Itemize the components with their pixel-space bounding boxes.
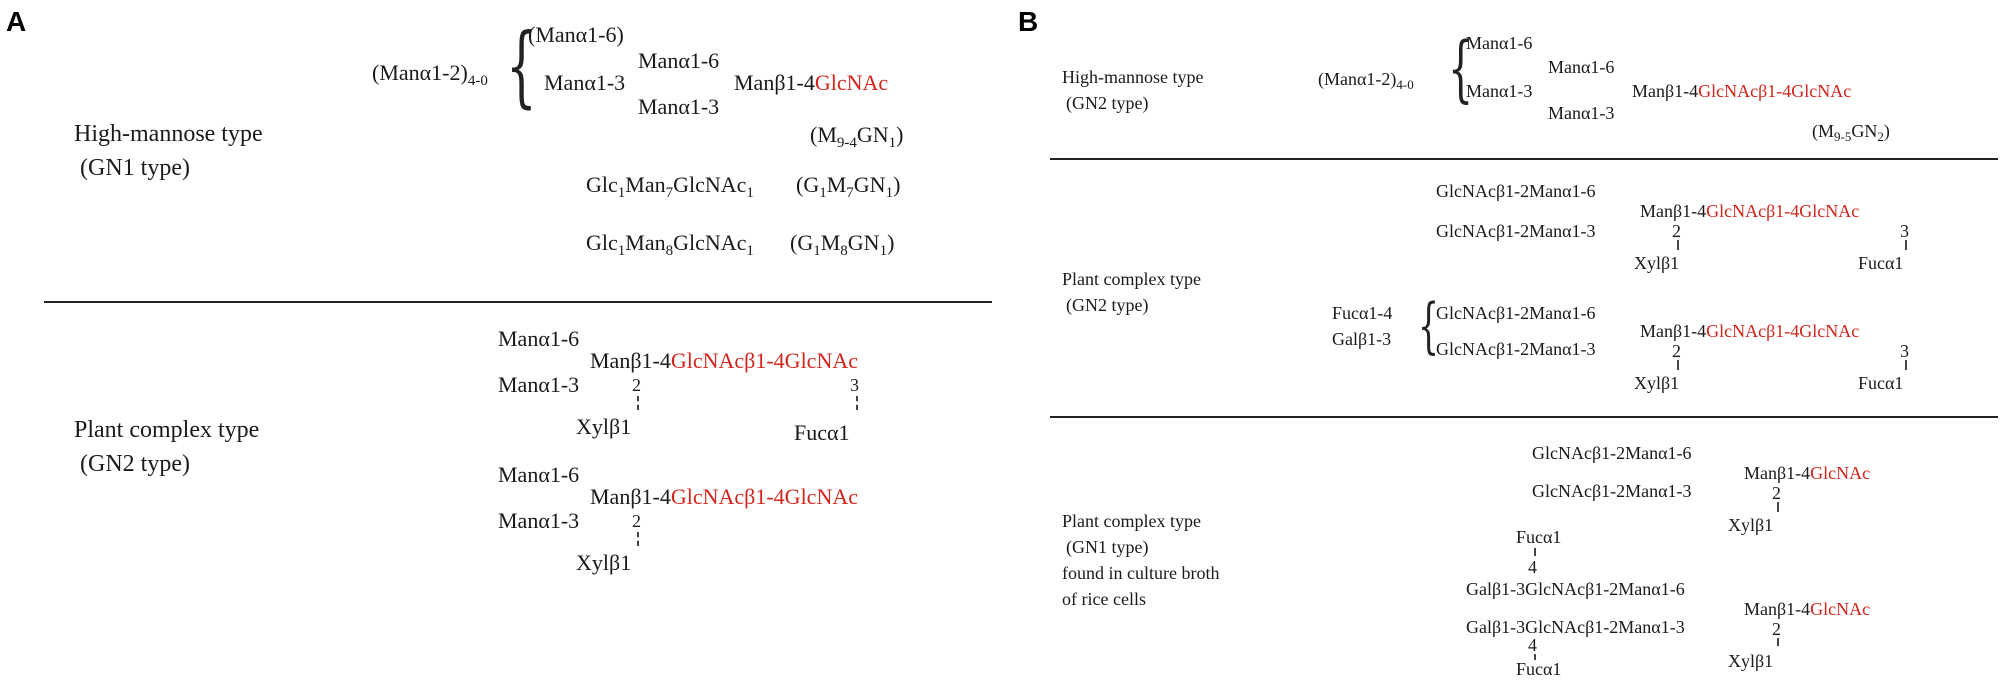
a-pc1-fuc: Fucα1 [794,420,850,445]
b-hm-brace-bottom: Manα1-3 [1466,81,1533,101]
a-hm-prefix: (Manα1-2)4-0 [372,60,488,89]
b-hm-mid-bottom: Manα1-3 [1548,103,1615,123]
b-gn1-note-1: found in culture broth [1062,563,1220,583]
b-high-mannose-label: High-mannose type [1062,67,1204,87]
b-high-mannose-sublabel: (GN2 type) [1066,93,1149,113]
b-gn2-s2-top: GlcNAcβ1-2Manα1-6 [1436,303,1596,323]
a-pc1-xyl-link [637,396,639,410]
a-g1m8-name: Glc1Man8GlcNAc1 [586,230,754,259]
a-pc1-xyl: Xylβ1 [576,414,632,439]
a-hm-mid-bottom: Manα1-3 [638,94,720,119]
b-gn1-s2-fuc-top: Fucα1 [1516,527,1562,547]
a-hm-brace-bottom: Manα1-3 [544,70,626,95]
b-hm-brace: { [1448,26,1474,110]
b-divider-1 [1050,158,1998,160]
b-gn2-s2-fuc: Fucα1 [1858,373,1904,393]
a-high-mannose-label: High-mannose type [74,121,263,147]
b-gn2-s2-pos3: 3 [1900,341,1909,361]
b-gn1-s1-top: GlcNAcβ1-2Manα1-6 [1532,443,1692,463]
b-gn1-s1-core: Manβ1-4GlcNAc [1744,463,1871,483]
b-gn2-s2-fuc-branch: Fucα1-4 [1332,303,1393,323]
a-g1m7-name: Glc1Man7GlcNAc1 [586,172,754,201]
a-g1m7-code: (G1M7GN1) [796,172,901,201]
b-gn2-s2-core: Manβ1-4GlcNAcβ1-4GlcNAc [1640,321,1860,341]
b-gn1-s1-pos2: 2 [1772,483,1781,503]
b-gn2-s2-pos2: 2 [1672,341,1681,361]
b-gn1-s2-pos4-top: 4 [1528,557,1537,577]
a-pc1-core: Manβ1-4GlcNAcβ1-4GlcNAc [590,348,858,373]
b-gn1-s1-xyl-link [1777,502,1779,512]
b-gn2-s2-fuc-link [1905,360,1907,370]
b-gn2-s2-brace: { [1418,291,1440,361]
b-gn2-s2-bottom: GlcNAcβ1-2Manα1-3 [1436,339,1596,359]
b-gn1-s2-core: Manβ1-4GlcNAc [1744,599,1871,619]
b-gn2-s1-fuc-link [1905,240,1907,250]
a-hm-formula: (M9-4GN1) [810,122,904,151]
b-gn2-s1-bottom: GlcNAcβ1-2Manα1-3 [1436,221,1596,241]
panel-a-letter: A [6,6,27,37]
b-divider-2 [1050,416,1998,418]
b-gn2-s1-xyl: Xylβ1 [1634,253,1680,273]
b-gn2-s1-core: Manβ1-4GlcNAcβ1-4GlcNAc [1640,201,1860,221]
a-plant-sublabel: (GN2 type) [80,451,190,477]
b-gn1-label: Plant complex type [1062,511,1201,531]
a-pc1-pos3: 3 [850,375,859,395]
b-gn2-s2-xyl: Xylβ1 [1634,373,1680,393]
b-gn2-s2-xyl-link [1677,360,1679,370]
a-divider [44,301,992,303]
a-pc1-top: Manα1-6 [498,326,580,351]
a-pc1-bottom: Manα1-3 [498,372,580,397]
a-pc2-top: Manα1-6 [498,462,580,487]
b-gn2-sublabel: (GN2 type) [1066,295,1149,315]
b-gn2-s1-xyl-link [1677,240,1679,250]
a-plant-label: Plant complex type [74,417,260,443]
b-gn1-s2-xyl-link [1777,638,1779,646]
b-gn2-s1-fuc: Fucα1 [1858,253,1904,273]
b-gn1-s2-fuc-bottom-link [1534,654,1536,660]
b-gn2-s1-pos3: 3 [1900,221,1909,241]
b-hm-formula: (M9-5GN2) [1812,121,1890,144]
a-pc2-xyl: Xylβ1 [576,550,632,575]
panel-b-letter: B [1018,6,1039,37]
b-gn1-s2-fuc-bottom: Fucα1 [1516,659,1562,679]
b-hm-mid-top: Manα1-6 [1548,57,1615,77]
b-hm-core: Manβ1-4GlcNAcβ1-4GlcNAc [1632,81,1852,101]
b-gn2-label: Plant complex type [1062,269,1201,289]
a-pc2-pos2: 2 [632,511,641,531]
b-hm-prefix: (Manα1-2)4-0 [1318,69,1414,92]
a-hm-core: Manβ1-4GlcNAc [734,70,889,95]
a-pc2-xyl-link [637,532,639,546]
b-hm-brace-top: Manα1-6 [1466,33,1533,53]
a-high-mannose-sublabel: (GN1 type) [80,155,190,181]
a-pc2-core: Manβ1-4GlcNAcβ1-4GlcNAc [590,484,858,509]
a-g1m8-code: (G1M8GN1) [790,230,895,259]
b-gn1-s2-bottom: Galβ1-3GlcNAcβ1-2Manα1-3 [1466,617,1685,637]
b-gn2-s1-top: GlcNAcβ1-2Manα1-6 [1436,181,1596,201]
b-gn1-s2-pos2: 2 [1772,619,1781,639]
a-pc1-pos2: 2 [632,375,641,395]
b-gn1-s2-top: Galβ1-3GlcNAcβ1-2Manα1-6 [1466,579,1685,599]
a-hm-brace-top: (Manα1-6) [528,22,624,47]
b-gn1-note-2: of rice cells [1062,589,1146,609]
a-pc2-bottom: Manα1-3 [498,508,580,533]
b-gn1-sublabel: (GN1 type) [1066,537,1149,557]
a-hm-brace: { [506,14,537,117]
b-gn2-s2-gal-branch: Galβ1-3 [1332,329,1392,349]
a-hm-mid-top: Manα1-6 [638,48,720,73]
b-gn1-s2-pos4-bottom: 4 [1528,635,1537,655]
b-gn1-s1-bottom: GlcNAcβ1-2Manα1-3 [1532,481,1692,501]
b-gn2-s1-pos2: 2 [1672,221,1681,241]
a-pc1-fuc-link [856,396,858,410]
b-gn1-s1-xyl: Xylβ1 [1728,515,1774,535]
b-gn1-s2-xyl: Xylβ1 [1728,651,1774,671]
b-gn1-s2-fuc-top-link [1534,548,1536,556]
